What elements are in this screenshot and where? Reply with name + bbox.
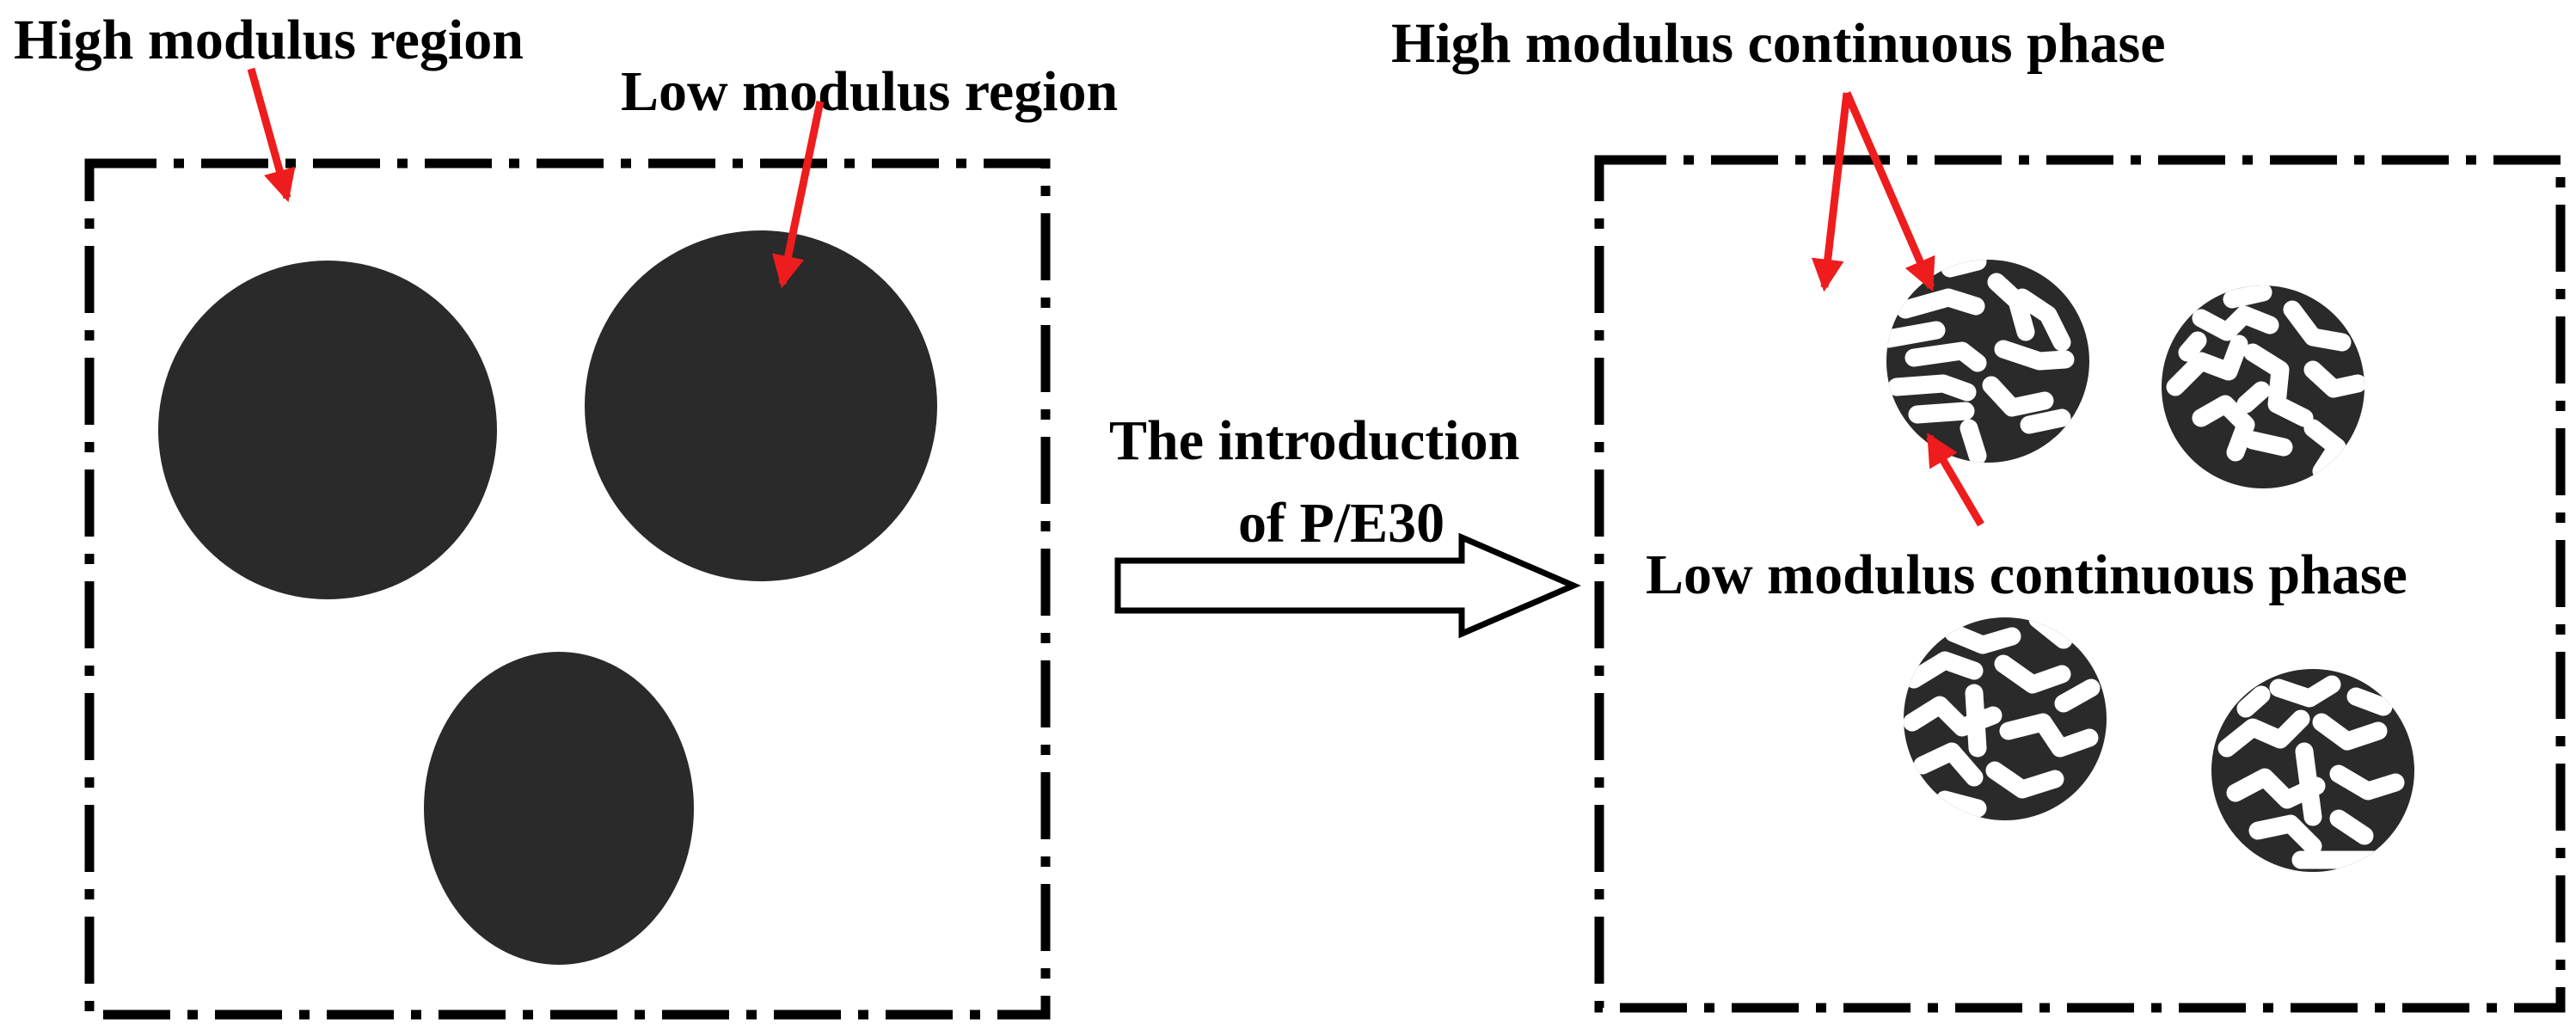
right-panel: High modulus continuous phase Low modulu… <box>1391 12 2566 1013</box>
right-panel-frame <box>1594 155 2566 1013</box>
low-modulus-domain-3 <box>424 652 694 965</box>
phase-separated-domain-3 <box>1904 617 2107 820</box>
transition: The introduction of P/E30 <box>1109 409 1581 639</box>
high-modulus-network-2 <box>2166 285 2364 481</box>
high-modulus-network-4 <box>2217 675 2405 869</box>
high-modulus-region-label: High modulus region <box>14 9 524 71</box>
phase-separated-domain-4 <box>2211 669 2414 872</box>
low-modulus-domain-2 <box>585 230 937 581</box>
low-modulus-region-label: Low modulus region <box>621 60 1118 123</box>
phase-separated-domain-2 <box>2162 285 2364 488</box>
transition-label-line1: The introduction <box>1109 409 1519 472</box>
transition-label-line2: of P/E30 <box>1238 492 1444 555</box>
left-panel: High modulus region Low modulus region <box>14 9 1118 1020</box>
high-modulus-continuous-phase-label: High modulus continuous phase <box>1391 12 2166 75</box>
phase-separated-domain-1 <box>1886 260 2089 463</box>
high-modulus-phase-arrow-1 <box>1811 92 1851 292</box>
low-modulus-continuous-phase-label: Low modulus continuous phase <box>1646 543 2407 606</box>
high-modulus-network-3 <box>1904 617 2101 818</box>
left-panel-frame <box>84 158 1051 1020</box>
low-modulus-domain-1 <box>158 261 497 599</box>
high-modulus-region-arrow <box>247 67 296 203</box>
transition-block-arrow <box>1114 532 1581 639</box>
high-modulus-phase-arrow-2 <box>1843 91 1935 292</box>
low-modulus-region-arrow <box>772 101 825 289</box>
high-modulus-network-1 <box>1886 260 2075 463</box>
low-modulus-phase-arrow <box>1926 433 1984 527</box>
